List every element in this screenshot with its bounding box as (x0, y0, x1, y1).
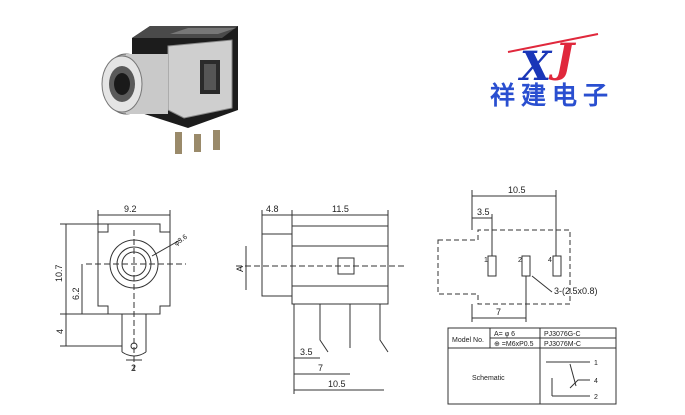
bottom-offset-label: 3.5 (477, 207, 490, 217)
side-body-length-label: 11.5 (332, 204, 349, 214)
front-width-label: 9.2 (124, 204, 137, 214)
front-pin-spacing-label: 2 (131, 363, 136, 373)
table-model-label: Model No. (452, 337, 484, 344)
bottom-span-label: 7 (496, 307, 501, 317)
bottom-pin-4: 4 (548, 257, 552, 264)
front-center-height-label: 6.2 (71, 287, 81, 300)
side-flange-label: 4.8 (266, 204, 279, 214)
table-schematic-label: Schematic (472, 375, 505, 382)
company-name: 祥建电子 (490, 81, 614, 110)
front-diameter-label: φ3.6 (173, 234, 189, 248)
side-pin-span-label: 7 (318, 363, 323, 373)
table-option-2: ⊕ =M6xP0.5 (494, 341, 534, 348)
table-model-2: PJ3076M-C (544, 341, 581, 348)
bottom-view (437, 190, 571, 322)
bottom-pin-2: 2 (518, 257, 522, 264)
front-view (60, 210, 186, 372)
logo-letter-x: X (517, 43, 553, 90)
side-overall-label: 10.5 (328, 379, 346, 389)
spec-table (447, 327, 617, 405)
bottom-pin-1: 1 (484, 257, 488, 264)
side-view (236, 210, 404, 394)
table-model-1: PJ3076G-C (544, 331, 581, 338)
schematic-pin-2: 2 (594, 394, 598, 401)
front-height-label: 10.7 (54, 264, 64, 282)
bottom-overall-label: 10.5 (508, 185, 526, 195)
side-section-label: A (235, 266, 245, 272)
table-option-1: A= φ 6 (494, 331, 515, 338)
bottom-hole-note: 3-(2.5x0.8) (554, 286, 598, 296)
schematic-pin-4: 4 (594, 378, 598, 385)
front-pin-length-label: 4 (55, 329, 65, 334)
schematic-pin-1: 1 (594, 360, 598, 367)
side-pin-offset-label: 3.5 (300, 347, 313, 357)
